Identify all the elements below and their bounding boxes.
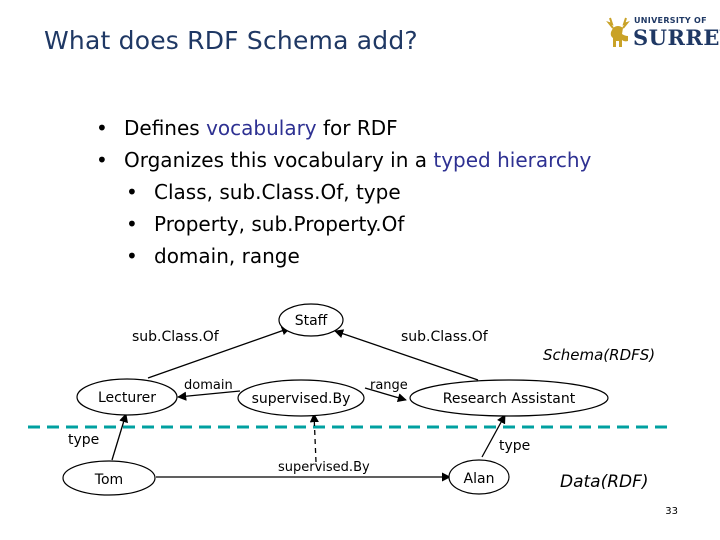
bullet-dot: • (96, 116, 108, 140)
node-alan-label: Alan (464, 471, 495, 487)
bullet-text: Defines (124, 116, 207, 140)
label-data-layer: Data(RDF) (560, 472, 649, 492)
bullet-text: Property, sub.Property.Of (154, 212, 405, 236)
bullet-text: Class, sub.Class.Of, type (154, 180, 401, 204)
bullet-text: domain, range (154, 244, 300, 268)
logo-line2: SURREY (633, 25, 720, 50)
edge-alan-type-ra (481, 414, 506, 458)
bullet-dot: • (126, 180, 138, 204)
bullet-highlight: typed hierarchy (433, 148, 592, 172)
edge-range (364, 387, 407, 403)
edge-tom-type-lecturer (111, 413, 128, 461)
edge-domain (177, 390, 241, 401)
bullet-dot: • (96, 148, 108, 172)
label-subclass-left: sub.Class.Of (132, 329, 220, 345)
bullet-dot: • (126, 244, 138, 268)
edge-ra-subclass-staff (334, 329, 479, 381)
node-supervised-by: supervised.By (237, 379, 365, 417)
node-supervised-by-label: supervised.By (252, 391, 351, 407)
node-lecturer: Lecturer (76, 378, 178, 416)
node-tom: Tom (62, 460, 156, 496)
edge-lecturer-subclass-staff (147, 326, 291, 379)
stag-icon (606, 17, 630, 47)
edge-instance-of-property (309, 413, 319, 463)
node-research-assistant-label: Research Assistant (443, 391, 576, 407)
node-staff-label: Staff (295, 313, 328, 329)
label-type-right: type (499, 438, 530, 454)
node-research-assistant: Research Assistant (409, 379, 609, 417)
bullet-text: Organizes this vocabulary in a (124, 148, 434, 172)
page-number: 33 (665, 506, 678, 517)
label-type-left: type (68, 432, 99, 448)
label-range: range (370, 378, 408, 393)
logo-line1: UNIVERSITY OF (634, 16, 707, 25)
node-lecturer-label: Lecturer (98, 390, 156, 406)
label-schema-layer: Schema(RDFS) (543, 346, 655, 364)
bullet-text: for RDF (316, 116, 398, 140)
bullet-dot: • (126, 212, 138, 236)
node-alan: Alan (448, 459, 510, 495)
slide-title: What does RDF Schema add? (44, 26, 418, 55)
university-logo: UNIVERSITY OF SURREY (604, 14, 720, 52)
label-supervised-by-instance: supervised.By (278, 460, 370, 475)
node-tom-label: Tom (94, 472, 123, 488)
bullet-highlight: vocabulary (206, 116, 317, 140)
label-subclass-right: sub.Class.Of (401, 329, 489, 345)
node-staff: Staff (278, 303, 344, 337)
label-domain: domain (184, 378, 233, 393)
